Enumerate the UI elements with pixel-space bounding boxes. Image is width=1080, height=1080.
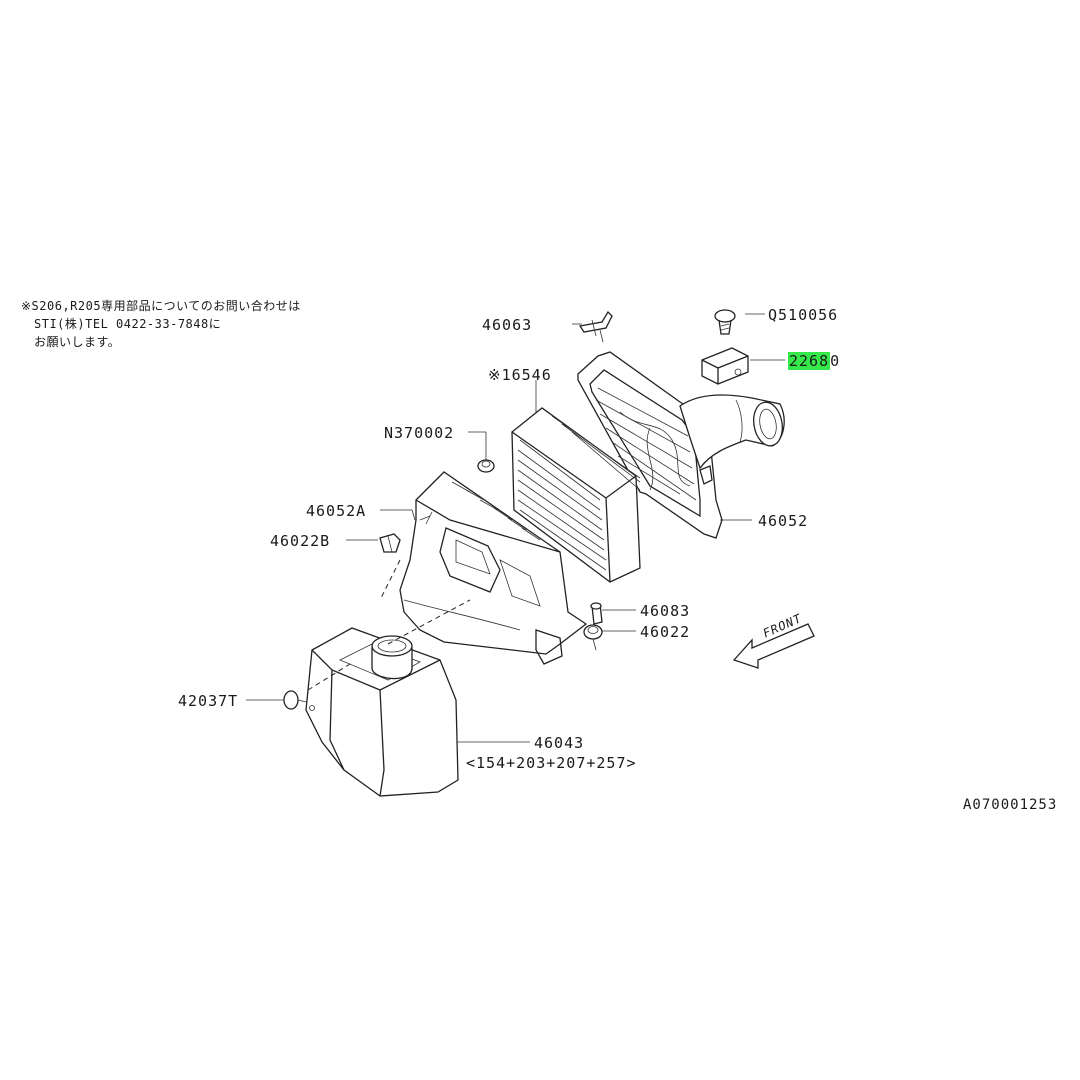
- clip-46063: [578, 310, 613, 343]
- front-arrow-icon: [732, 623, 815, 669]
- highlighted-part-number: 2268: [788, 352, 831, 370]
- part-number-suffix: 0: [830, 352, 841, 370]
- part-label-46043[interactable]: 46043: [534, 734, 585, 752]
- contact-note-line1: ※S206,R205専用部品についてのお問い合わせは: [21, 299, 301, 313]
- upper-case-46052: [577, 351, 785, 539]
- contact-note-line2: STI(株)TEL 0422-33-7848に: [34, 317, 222, 331]
- contact-note-line3: お願いします。: [34, 335, 121, 349]
- part-label-46083[interactable]: 46083: [640, 602, 691, 620]
- part-label-42037T[interactable]: 42037T: [178, 692, 239, 710]
- part-label-22680[interactable]: 22680: [788, 352, 840, 370]
- grommet-46022: [583, 624, 603, 651]
- part-label-46043-applicability: <154+203+207+257>: [466, 754, 637, 772]
- resonator-46043: [305, 627, 459, 797]
- screw-Q510056: [714, 309, 736, 335]
- part-label-46052[interactable]: 46052: [758, 512, 809, 530]
- part-label-46063[interactable]: 46063: [482, 316, 533, 334]
- sensor-22680: [701, 347, 749, 385]
- pin-46083: [590, 602, 603, 625]
- part-label-46022B[interactable]: 46022B: [270, 532, 331, 550]
- leader-lines: [246, 313, 785, 743]
- part-label-46022[interactable]: 46022: [640, 623, 691, 641]
- grommet-N370002: [477, 459, 495, 473]
- clip-42037T: [283, 690, 307, 710]
- clip-46022B: [379, 533, 401, 553]
- air-filter-16546: [511, 407, 641, 583]
- part-label-N370002[interactable]: N370002: [384, 424, 455, 442]
- assembly-dashed-lines: [307, 559, 471, 691]
- diagram-id: A070001253: [963, 797, 1058, 813]
- lower-case-46052A: [399, 471, 588, 665]
- part-label-16546[interactable]: ※16546: [488, 366, 552, 384]
- part-label-46052A[interactable]: 46052A: [306, 502, 367, 520]
- part-label-Q510056[interactable]: Q510056: [768, 306, 839, 324]
